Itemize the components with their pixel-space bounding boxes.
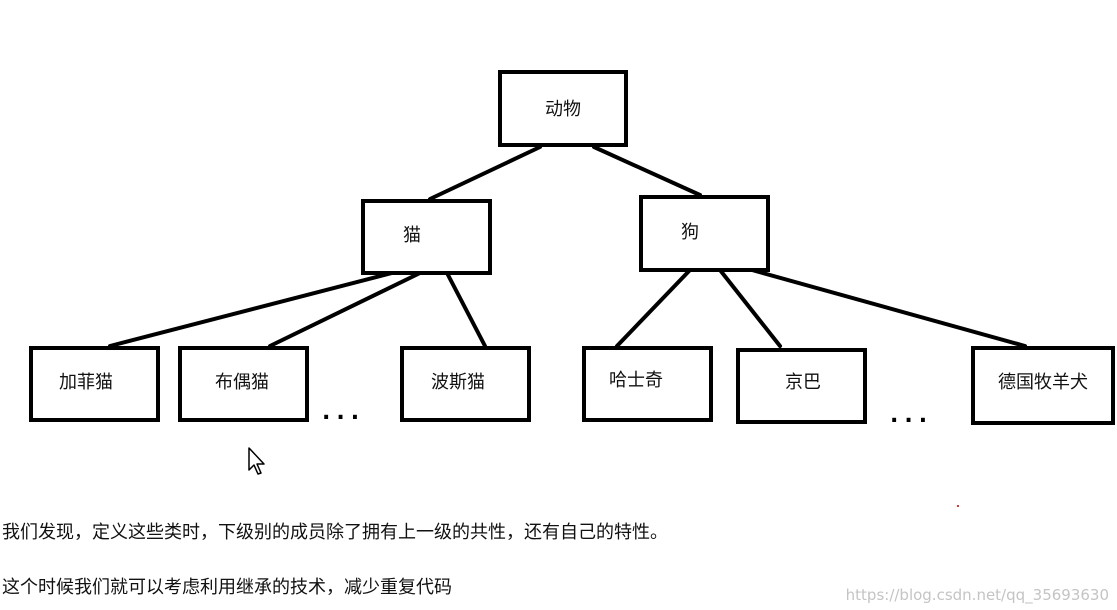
node-german-shepherd-label: 德国牧羊犬 bbox=[998, 372, 1088, 393]
mouse-pointer-icon bbox=[248, 447, 265, 475]
node-ragdoll-label: 布偶猫 bbox=[215, 372, 269, 393]
node-garfield-label: 加菲猫 bbox=[59, 372, 113, 393]
node-garfield: 加菲猫 bbox=[29, 346, 160, 422]
diagram-edges bbox=[108, 145, 1027, 348]
node-persian: 波斯猫 bbox=[400, 346, 531, 422]
node-husky: 哈士奇 bbox=[582, 346, 713, 422]
description-paragraph-2: 这个时候我们就可以考虑利用继承的技术，减少重复代码 bbox=[2, 577, 452, 598]
stray-mark bbox=[957, 505, 959, 507]
node-root: 动物 bbox=[498, 70, 628, 147]
edge-root-dog bbox=[592, 145, 702, 197]
node-cat: 猫 bbox=[361, 199, 492, 275]
edge-dog-husky bbox=[615, 268, 692, 348]
node-dog: 狗 bbox=[639, 195, 770, 272]
description-paragraph-1: 我们发现，定义这些类时，下级别的成员除了拥有上一级的共性，还有自己的特性。 bbox=[2, 522, 668, 543]
inheritance-tree-diagram: 动物 猫 狗 加菲猫 布偶猫 波斯猫 哈士奇 京巴 德国牧羊犬 ... ... bbox=[29, 70, 1115, 428]
node-pekingese-label: 京巴 bbox=[785, 372, 821, 393]
edge-cat-persian bbox=[445, 271, 487, 348]
ellipsis-cats: ... bbox=[322, 400, 365, 425]
ellipsis-dogs: ... bbox=[890, 403, 933, 428]
edge-cat-garfield bbox=[108, 271, 394, 348]
node-german-shepherd: 德国牧羊犬 bbox=[971, 346, 1115, 425]
edge-dog-german-shepherd bbox=[750, 268, 1027, 348]
edge-cat-ragdoll bbox=[268, 271, 422, 348]
node-ragdoll: 布偶猫 bbox=[178, 346, 309, 422]
node-pekingese: 京巴 bbox=[736, 348, 867, 424]
node-cat-label: 猫 bbox=[403, 225, 421, 246]
edge-root-cat bbox=[428, 145, 542, 201]
watermark-url: https://blog.csdn.net/qq_35693630 bbox=[845, 586, 1109, 604]
node-root-label: 动物 bbox=[545, 99, 581, 120]
node-husky-label: 哈士奇 bbox=[609, 370, 663, 391]
edge-dog-pekingese bbox=[718, 268, 782, 348]
node-persian-label: 波斯猫 bbox=[431, 372, 485, 393]
node-dog-label: 狗 bbox=[681, 222, 699, 243]
